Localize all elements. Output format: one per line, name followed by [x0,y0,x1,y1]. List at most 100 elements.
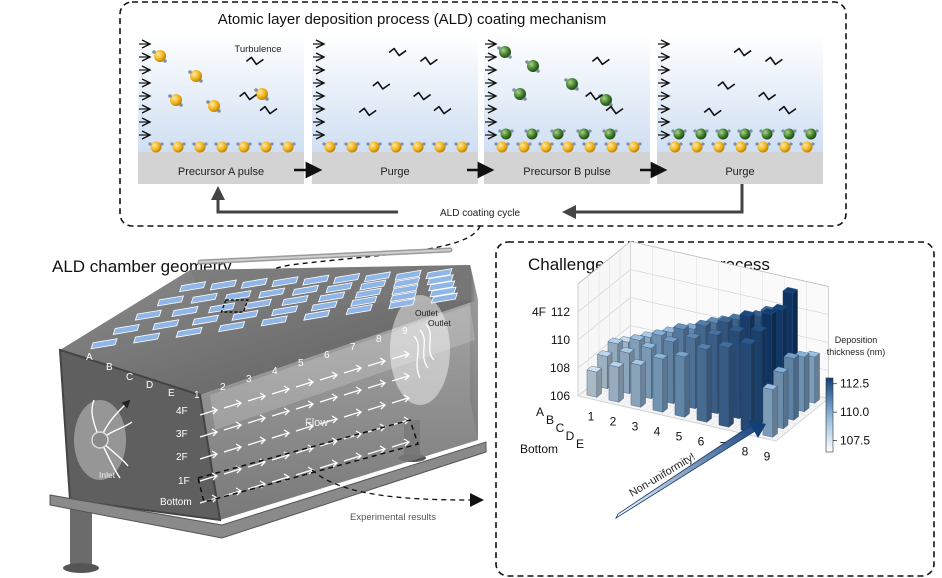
byproduct-molecule [585,91,604,101]
flow-arrow-shaft [247,461,265,468]
ligand-dot [236,142,240,146]
bar-side-face [640,361,646,408]
ligand-dot [292,142,296,146]
surface-atom-b [604,128,616,140]
byproduct-molecule [703,107,722,117]
byproduct-molecule [358,107,377,117]
byproduct-molecule [433,105,452,115]
bar-top-face [652,352,668,360]
surface-atom-a [757,141,769,153]
flow-arrow-head [307,466,315,475]
flow-arrow-head [403,372,411,381]
inflow-chevron [660,117,671,127]
column-label-3: 3 [246,374,252,385]
y-tick-label-A: A [536,405,544,419]
floor-label-4f: 4F [176,406,188,417]
flow-arrow-head [211,472,219,481]
precursor-a-molecule [208,100,220,112]
nonuniformity-arrowhead [748,420,766,438]
flow-arrow-head [331,459,339,468]
inflow-chevron [315,78,326,88]
ligand-dot [523,97,527,101]
bar-top-face [740,337,756,345]
bar-front-face [696,347,708,423]
ligand-dot [564,78,568,82]
flow-arrow-head [235,399,243,408]
flow-arrow-shaft [271,388,289,395]
step-substrate [312,152,478,184]
surface-atom-a [606,141,618,153]
ligand-dot [550,142,554,146]
ligand-dot [576,129,580,133]
inflow-chevron [660,130,671,140]
ligand-dot [609,103,613,107]
floor-label-3f: 3F [176,429,188,440]
precursor-b-molecule [514,88,526,100]
wafer-tile [363,271,391,283]
ligand-dot [199,79,203,83]
cycle-arrowhead-right [562,205,576,219]
surface-atom-a [691,141,703,153]
ligand-dot [179,103,183,107]
wafer-tile [112,323,140,335]
inflow-chevron [660,52,671,62]
cycle-arrow-left [216,196,398,214]
ligand-dot [701,142,705,146]
wafer-tile [175,326,203,338]
flow-arrow-head [307,422,315,431]
surface-atom-b [739,128,751,140]
z-tick-label: 110 [551,333,570,347]
bar-top-face [608,361,624,368]
inflow-chevron [487,52,498,62]
wafer-tile [350,295,378,307]
ligand-dot [163,59,167,63]
surface-atom-a [282,141,294,153]
ligand-dot [510,129,514,133]
flow-arrow-shaft [247,417,265,424]
bar-front-face [586,369,598,398]
flow-arrow-head [283,429,291,438]
ligand-dot [803,129,807,133]
byproduct-molecule [764,56,783,66]
flow-arrow-head [403,394,411,403]
ligand-dot [671,129,675,133]
surface-atom-a [390,141,402,153]
flow-arrow-shaft [247,483,265,490]
y-tick-label-D: D [566,429,575,443]
bar-top-face [762,383,778,390]
flow-arrow-head [355,386,363,395]
ligand-dot [506,142,510,146]
wafer-tile [429,286,457,298]
cycle-label: ALD coating cycle [440,208,520,219]
colorbar-tick-label: 112.5 [840,377,869,391]
z-tick-label: 108 [550,361,570,375]
ligand-dot [550,129,554,133]
inlet-label: Inlet [99,470,116,480]
inflow-chevron [315,65,326,75]
flow-arrow-head [379,379,387,388]
ligand-dot [265,97,269,101]
flow-arrow-head [355,430,363,439]
bar-A4 [652,352,668,413]
colorbar-title-2: thickness (nm) [827,347,886,357]
inflow-chevron [487,104,498,114]
byproduct-molecule [758,91,777,101]
flow-arrow-head [379,401,387,410]
wafer-grid [90,268,458,350]
surface-atom-a [735,141,747,153]
column-label-9: 9 [402,326,408,337]
column-label-4: 4 [272,366,278,377]
bar-top-face [651,329,667,336]
surface-atom-b [673,128,685,140]
surface-atom-b [578,128,590,140]
bar-top-face [673,323,689,330]
flow-arrow-shaft [343,411,361,418]
ligand-dot [366,142,370,146]
surface-atom-a [628,141,640,153]
y-tick-label-C: C [556,421,565,435]
bar-side-face [793,354,799,421]
inflow-chevron [141,65,152,75]
flow-arrow-shaft [295,425,313,432]
